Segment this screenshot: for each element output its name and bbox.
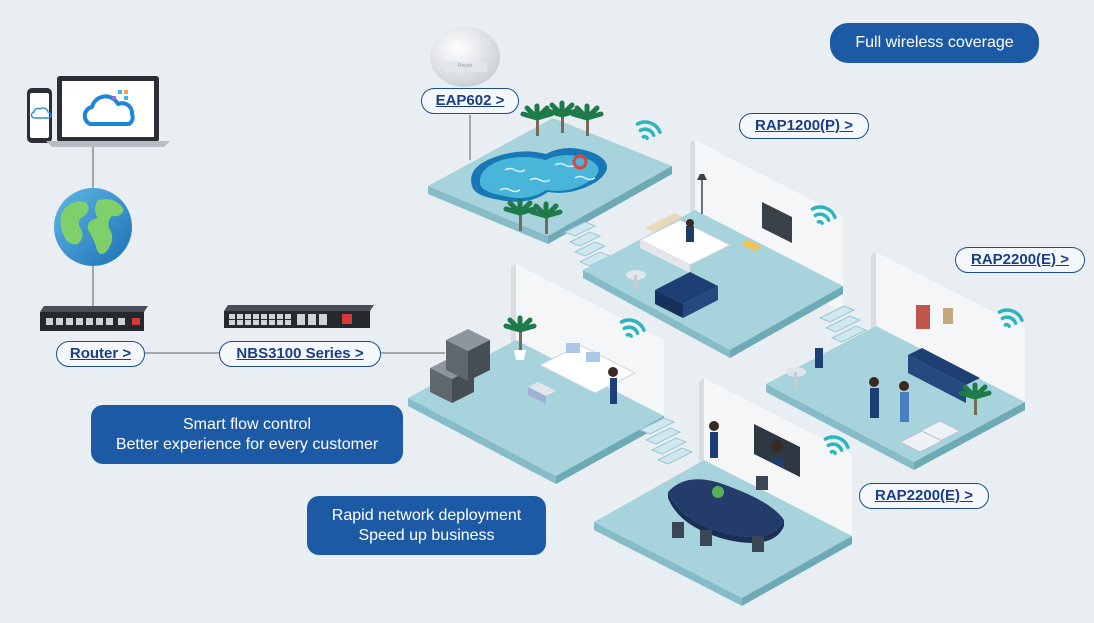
callout-line-2: Speed up business: [358, 526, 495, 544]
laptop-icon: [46, 76, 170, 147]
hotel-room: [583, 140, 868, 358]
lobby-room: [766, 252, 1025, 470]
router-link[interactable]: Router >: [56, 341, 145, 367]
rap1200p-link[interactable]: RAP1200(P) >: [739, 113, 869, 139]
wifi-icon: [619, 318, 646, 338]
reception-desk: [908, 348, 980, 385]
smart-flow-control-callout: Smart flow control Better experience for…: [91, 405, 403, 464]
callout-text: Full wireless coverage: [855, 34, 1014, 51]
wifi-icon: [823, 435, 850, 455]
eap602-link[interactable]: EAP602 >: [421, 88, 519, 114]
wifi-icon: [810, 205, 837, 225]
callout-line-1: Smart flow control: [182, 415, 312, 433]
sofa: [655, 272, 718, 304]
meeting-table: [668, 479, 784, 537]
svg-text:Reyee: Reyee: [458, 63, 473, 69]
nbs3100-series-link[interactable]: NBS3100 Series >: [219, 341, 381, 367]
palm-tree: [503, 315, 537, 360]
wifi-icon: [997, 308, 1024, 328]
palm-tree: [503, 100, 604, 234]
tv: [762, 202, 792, 243]
palm-tree: [958, 382, 992, 415]
rap2200e-link-top[interactable]: RAP2200(E) >: [955, 247, 1085, 273]
globe-icon: [54, 188, 132, 266]
pool-stairs: [563, 221, 612, 267]
callout-line-2: Better experience for every customer: [115, 435, 379, 453]
meeting-room: [594, 378, 852, 606]
office-room: [408, 264, 694, 484]
bed: [638, 213, 732, 273]
pool-deck: [428, 100, 672, 267]
full-wireless-coverage-callout: Full wireless coverage: [830, 23, 1039, 63]
cloud-icon: [82, 90, 135, 126]
connection-lines: [92, 115, 471, 354]
callout-line-1: Rapid network deployment: [331, 506, 522, 524]
switch-device: [224, 305, 374, 328]
rapid-deployment-callout: Rapid network deployment Speed up busine…: [307, 496, 546, 555]
hotel-stairs: [818, 305, 868, 343]
wifi-icon: [635, 120, 662, 140]
smartphone-icon: [27, 88, 52, 143]
pool: [471, 148, 607, 202]
office-stairs: [638, 417, 694, 465]
server-rack: [430, 329, 490, 403]
ceiling-access-point: Reyee: [430, 27, 500, 87]
rap2200e-link-bottom[interactable]: RAP2200(E) >: [859, 483, 989, 509]
router-device: [40, 306, 148, 331]
